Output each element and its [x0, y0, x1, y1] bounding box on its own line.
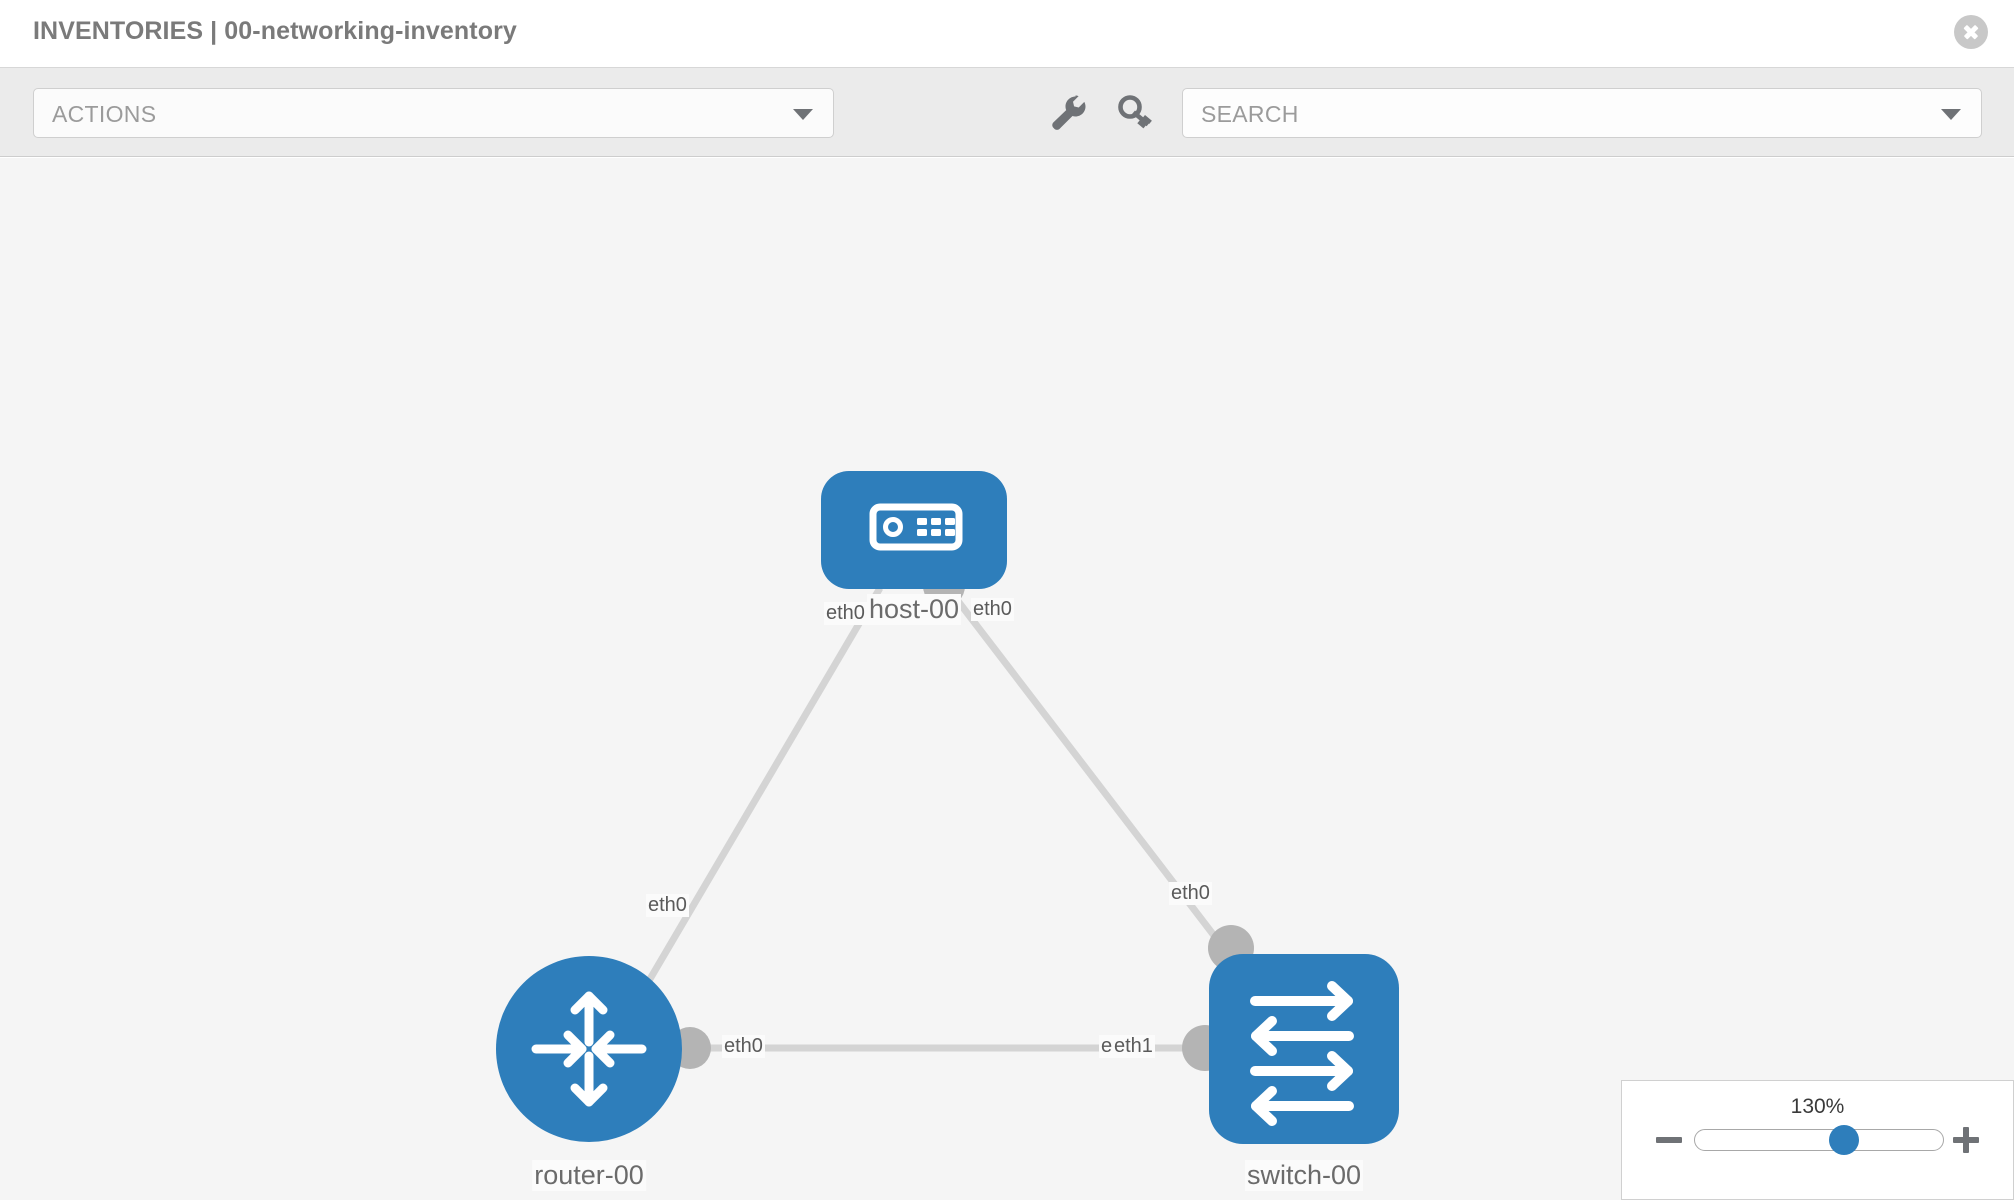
close-icon[interactable] [1954, 15, 1988, 49]
iface-label-host-right: eth0 [971, 598, 1014, 621]
minus-icon[interactable] [1656, 1127, 1682, 1153]
node-label-host-00: host-00 [866, 594, 962, 625]
iface-label-switch-eth1: eth1 [1112, 1035, 1155, 1058]
link-host-router[interactable] [636, 586, 884, 998]
page-header: INVENTORIES | 00-networking-inventory [0, 0, 2014, 68]
chevron-down-icon [1941, 109, 1961, 120]
page-title: INVENTORIES | 00-networking-inventory [33, 17, 517, 45]
search-placeholder: SEARCH [1201, 101, 1299, 127]
plus-icon[interactable] [1953, 1127, 1979, 1153]
key-icon[interactable] [1113, 90, 1159, 136]
toolbar: ACTIONS SEARCH [0, 68, 2014, 157]
node-host-00[interactable] [821, 471, 1007, 589]
iface-label-host-left: eth0 [824, 602, 867, 625]
wrench-icon[interactable] [1045, 90, 1091, 136]
zoom-slider-thumb[interactable] [1828, 1125, 1859, 1155]
topology-links [636, 585, 1225, 1052]
actions-dropdown[interactable]: ACTIONS [33, 88, 834, 138]
topology-canvas[interactable]: eth0 eth0 eth0 eth0 eth0 eth eth1 host-0… [0, 158, 2014, 1200]
chevron-down-icon [793, 109, 813, 120]
switch-arrows-icon [1250, 981, 1354, 1126]
actions-dropdown-label: ACTIONS [52, 101, 157, 127]
iface-label-router-uplink: eth0 [646, 894, 689, 917]
search-input[interactable]: SEARCH [1182, 88, 1982, 138]
node-switch-00[interactable] [1209, 954, 1399, 1144]
topology-graph [496, 471, 1399, 1144]
iface-label-switch-uplink: eth0 [1169, 882, 1212, 905]
node-label-router-00: router-00 [532, 1160, 646, 1191]
iface-label-router-eth0: eth0 [722, 1035, 765, 1058]
zoom-control-panel: 130% [1621, 1080, 2014, 1200]
node-router-00[interactable] [496, 956, 682, 1142]
zoom-level-value: 130% [1790, 1095, 1845, 1118]
server-icon [869, 503, 963, 551]
router-arrows-icon [531, 991, 647, 1107]
topology-interface-handles [669, 565, 1254, 1071]
zoom-slider[interactable] [1694, 1125, 1944, 1155]
node-label-switch-00: switch-00 [1244, 1160, 1364, 1191]
